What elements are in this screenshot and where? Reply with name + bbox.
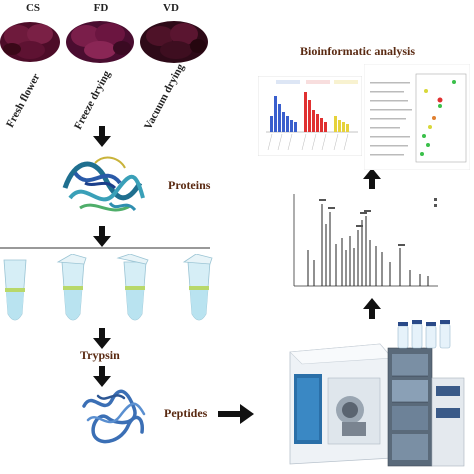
bar-chart-icon: [258, 76, 362, 156]
protein-structure-icon: [62, 156, 145, 212]
proteins-label: Proteins: [168, 178, 211, 192]
dried-flower-images: [0, 21, 208, 63]
up-arrow-icon: [363, 168, 381, 189]
up-arrow-icon: [363, 298, 381, 319]
bioinformatic-analysis-title: Bioinformatic analysis: [300, 44, 416, 58]
microtube-icon: [3, 259, 27, 321]
microtubes: [3, 254, 213, 321]
peptides-label: Peptides: [164, 406, 208, 420]
trypsin-label: Trypsin: [80, 348, 120, 362]
sample-name-freeze-drying: Freeze drying: [72, 68, 114, 132]
right-arrow-icon: [218, 404, 254, 424]
peptide-chain-icon: [82, 389, 146, 444]
down-arrow-icon: [93, 366, 111, 387]
sample-name-fresh-flower: Fresh flower: [4, 71, 43, 130]
flower-cs-image: [0, 22, 60, 62]
sample-code-fd: FD: [93, 2, 109, 14]
microtube-icon: [116, 254, 149, 321]
mass-spectrometer-icon: [289, 320, 465, 467]
down-arrow-icon: [93, 328, 111, 349]
sample-name-vacuum-drying: Vacuum drying: [142, 61, 187, 132]
microtube-icon: [182, 254, 213, 321]
microtube-icon: [56, 254, 87, 321]
bubble-plot-icon: [364, 64, 470, 170]
sample-code-cs: CS: [25, 2, 41, 14]
flower-vd-image: [140, 21, 208, 63]
down-arrow-icon: [93, 226, 111, 247]
chromatogram-icon: [293, 194, 438, 287]
branch-bracket: [0, 247, 210, 249]
sample-code-vd: VD: [163, 2, 179, 14]
flower-fd-image: [66, 21, 134, 63]
down-arrow-icon: [93, 126, 111, 147]
